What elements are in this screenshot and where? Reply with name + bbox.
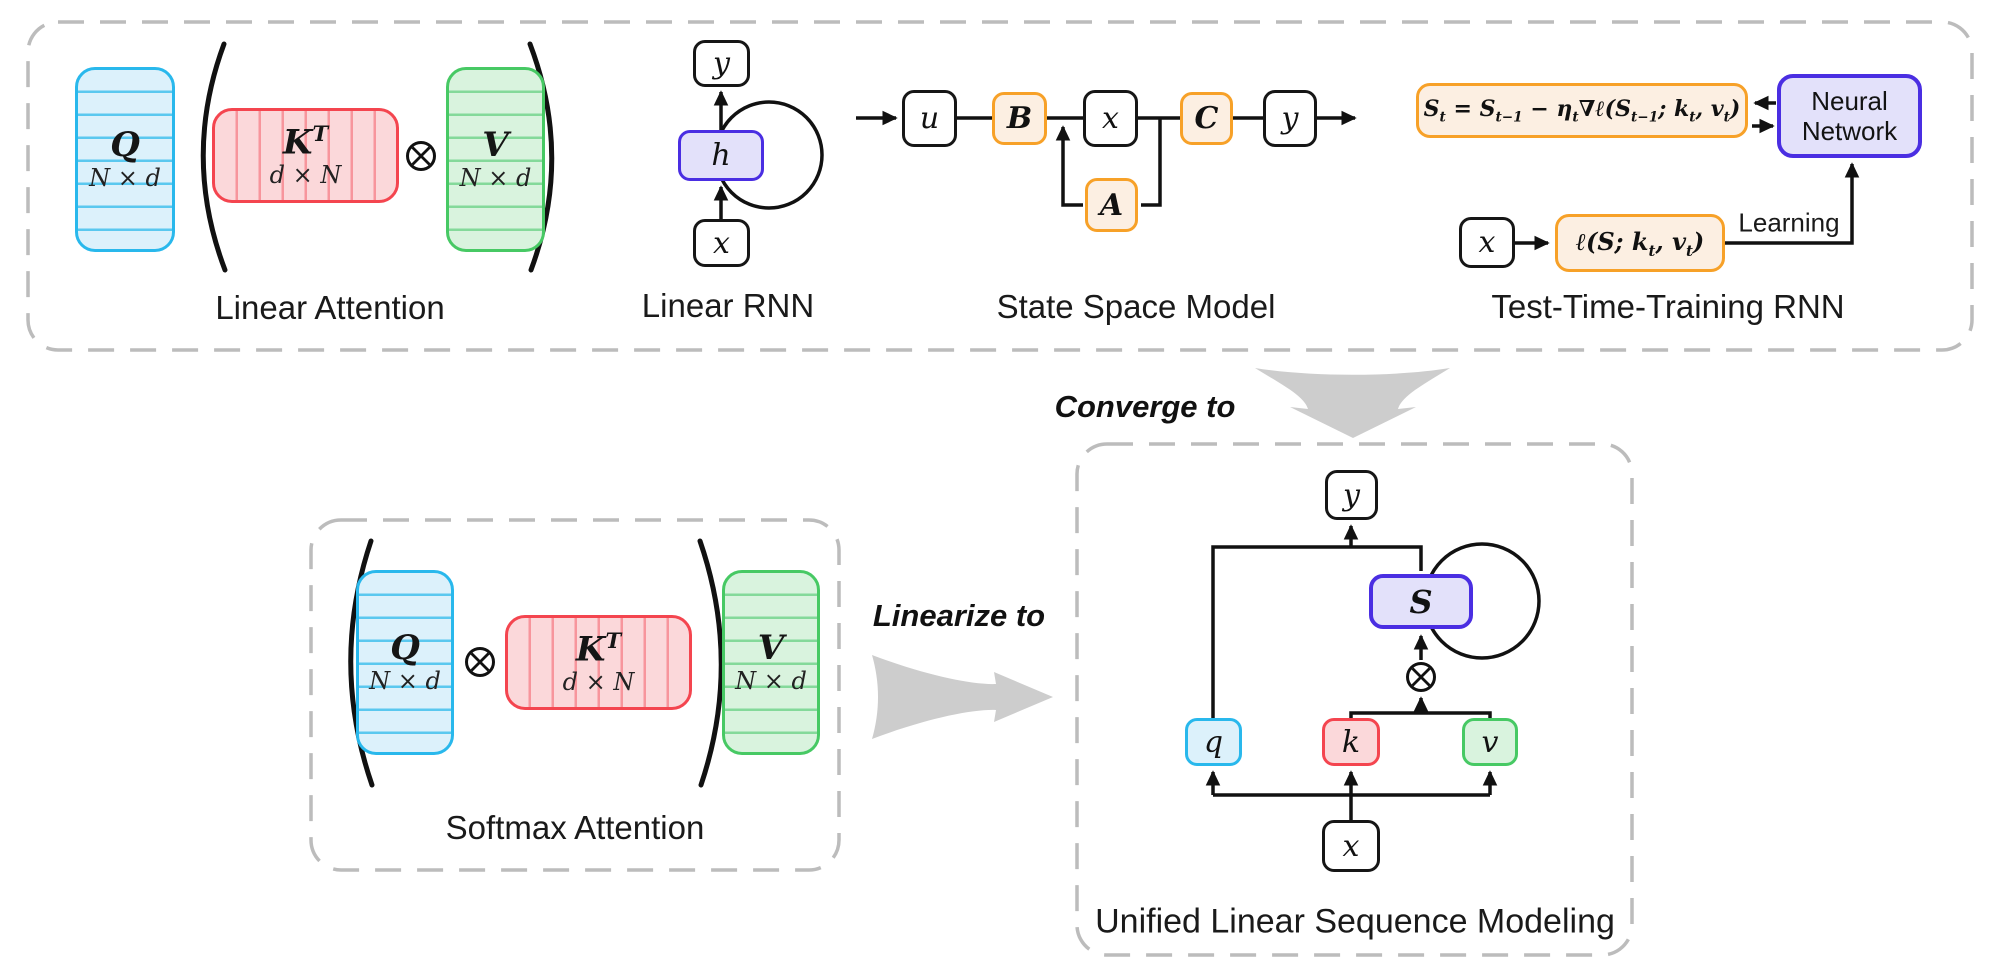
converge-funnel-arrow-icon [1255, 368, 1450, 438]
kt-matrix-dims: d × N [269, 160, 342, 189]
linear-attention-label: Linear Attention [215, 289, 445, 326]
ttt-update-rule-box: St = St−1 − ηt∇ℓ(St−1; kt, vt) [1416, 83, 1748, 138]
ssm-x-label: x [1102, 101, 1119, 136]
ttt-x-label: x [1478, 225, 1496, 260]
unified-y-label: y [1343, 477, 1360, 513]
ssm-c-node: C [1180, 92, 1233, 145]
ttt-x-node: x [1459, 217, 1515, 268]
q-matrix-dims: N × d [89, 163, 161, 192]
linearize-to-label: Linearize to [872, 598, 1046, 633]
ssm-y-label: y [1281, 101, 1299, 136]
otimes-icon [1406, 662, 1436, 692]
ssm-y-node: y [1263, 90, 1317, 147]
kt-matrix: KT d × N [212, 108, 399, 203]
q-matrix-letter: Q [110, 124, 140, 165]
v-matrix-letter: V [757, 627, 785, 668]
ttt-neural-network-label: Neural Network [1801, 85, 1898, 146]
ssm-x-node: x [1083, 90, 1138, 147]
v-matrix-dims: N × d [459, 163, 532, 192]
ttt-learning-label: Learning [1738, 207, 1840, 238]
ssm-u-label: u [919, 101, 940, 136]
q-matrix: Q N × d [356, 570, 454, 755]
otimes-icon [406, 141, 436, 171]
ssm-b-node: B [992, 92, 1047, 145]
rnn-y-node: y [693, 40, 750, 87]
close-paren [697, 538, 724, 788]
unified-v-label: v [1481, 724, 1499, 760]
v-matrix-dims: N × d [735, 666, 807, 695]
unified-kv-junction [1349, 711, 1492, 718]
q-matrix: Q N × d [75, 67, 175, 252]
otimes-icon [465, 647, 495, 677]
kt-matrix-letter: KT [282, 120, 329, 162]
unified-y-node: y [1325, 470, 1378, 520]
ssm-a-label: A [1099, 187, 1124, 223]
ssm-b-label: B [1006, 101, 1033, 136]
converge-to-label: Converge to [1054, 389, 1236, 424]
ssm-u-node: u [902, 90, 957, 147]
v-matrix: V N × d [722, 570, 820, 755]
unified-q-node: q [1185, 718, 1242, 766]
top-panel-border [26, 20, 1974, 352]
softmax-attention-label: Softmax Attention [445, 809, 705, 846]
ssm-c-label: C [1194, 101, 1219, 136]
rnn-h-node: h [678, 130, 764, 181]
q-matrix-dims: N × d [369, 666, 441, 695]
ssm-feedback-down [1141, 118, 1162, 207]
kt-matrix-dims: d × N [562, 667, 635, 696]
linearize-funnel-arrow-icon [872, 655, 1053, 739]
kt-matrix-letter: KT [575, 627, 622, 669]
unified-s-label: S [1409, 582, 1433, 621]
v-matrix-letter: V [482, 124, 509, 165]
ttt-loss: ℓ(S; kt, vt) [1575, 226, 1705, 260]
ttt-update-rule: St = St−1 − ηt∇ℓ(St−1; kt, vt) [1423, 95, 1741, 126]
unified-q-label: q [1203, 724, 1224, 760]
unified-k-node: k [1322, 718, 1380, 766]
ttt-neural-network-box: Neural Network [1777, 74, 1922, 158]
rnn-y-label: y [713, 46, 730, 81]
unified-s-node: S [1369, 574, 1473, 629]
unified-q-to-s-line [1211, 545, 1423, 718]
unified-v-node: v [1462, 718, 1518, 766]
rnn-x-node: x [693, 219, 750, 267]
ttt-loss-box: ℓ(S; kt, vt) [1555, 214, 1725, 272]
open-paren [200, 41, 228, 273]
rnn-h-label: h [711, 138, 731, 173]
ttt-learning-arrow [1725, 162, 1860, 245]
rnn-x-label: x [713, 225, 730, 261]
unified-label: Unified Linear Sequence Modeling [1095, 902, 1615, 941]
unified-panel-border [1075, 442, 1634, 957]
kt-matrix: KT d × N [505, 615, 692, 710]
ttt-label: Test-Time-Training RNN [1491, 288, 1845, 325]
state-space-model-label: State Space Model [996, 288, 1276, 325]
unified-x-label: x [1342, 828, 1360, 864]
unified-k-label: k [1341, 724, 1361, 760]
softmax-panel-border [309, 518, 841, 872]
open-paren [348, 538, 375, 788]
v-matrix: V N × d [446, 67, 545, 252]
q-matrix-letter: Q [390, 627, 420, 668]
linear-rnn-label: Linear RNN [641, 287, 815, 324]
unified-x-node: x [1322, 820, 1380, 872]
ssm-feedback-up-arrow [1055, 125, 1083, 207]
ssm-a-node: A [1085, 178, 1138, 232]
